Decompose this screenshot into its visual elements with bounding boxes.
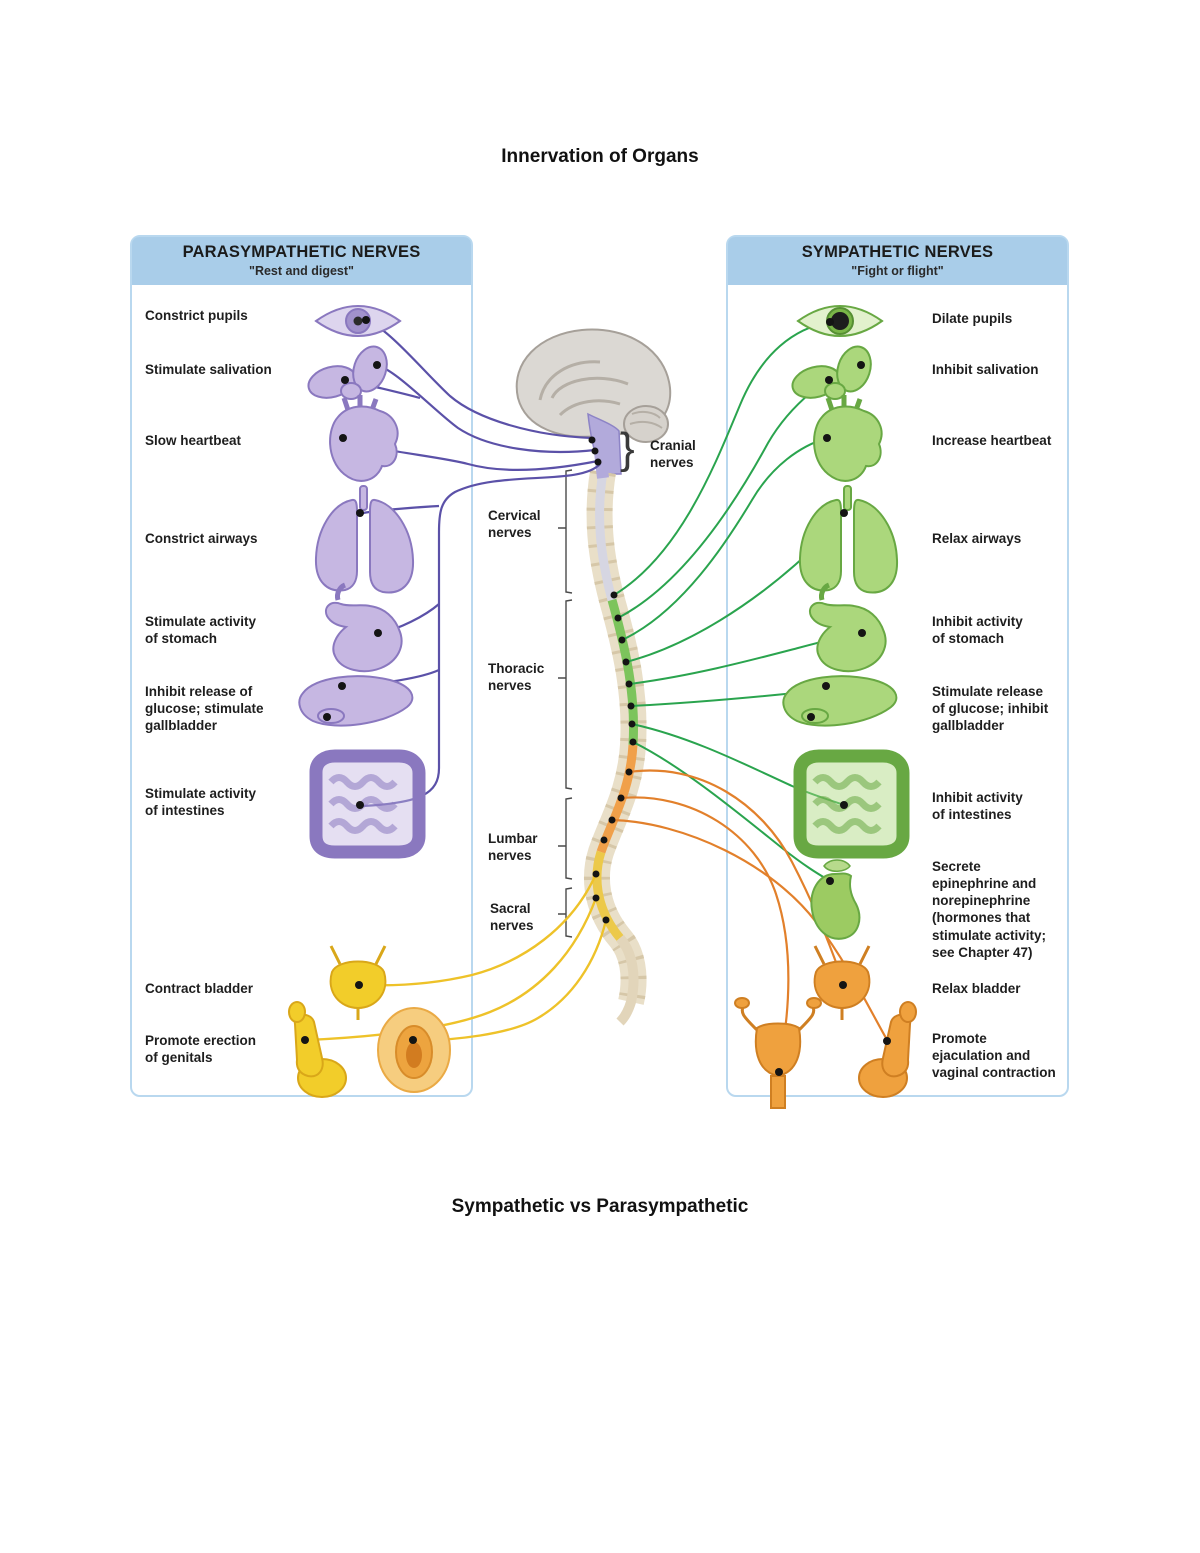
- parasympathetic-panel-title: PARASYMPATHETIC NERVES: [182, 243, 421, 261]
- label-dilate-pupils: Dilate pupils: [932, 311, 1013, 326]
- label-contract-bladder: Contract bladder: [145, 981, 254, 996]
- label-thoracic-nerves: Thoracic nerves: [488, 661, 545, 694]
- label-stimulate-stomach: Stimulate activity of stomach: [145, 614, 257, 647]
- label-cervical-nerves: Cervical nerves: [488, 508, 541, 541]
- label-increase-heartbeat: Increase heartbeat: [932, 433, 1052, 448]
- bottom-title: Sympathetic vs Parasympathetic: [451, 1196, 749, 1217]
- spinal-cord-icon: [583, 451, 647, 1026]
- sympathetic-panel-header: SYMPATHETIC NERVES "Fight or flight": [728, 237, 1067, 285]
- label-relax-airways: Relax airways: [932, 531, 1022, 546]
- label-secrete-epinephrine: Secrete epinephrine and norepinephrine (…: [932, 859, 1047, 960]
- sympathetic-panel-title: SYMPATHETIC NERVES: [801, 243, 994, 261]
- label-constrict-pupils: Constrict pupils: [145, 308, 248, 323]
- label-constrict-airways: Constrict airways: [145, 531, 258, 546]
- label-relax-bladder: Relax bladder: [932, 981, 1021, 996]
- label-inhibit-stomach: Inhibit activity of stomach: [932, 614, 1023, 647]
- label-sacral-nerves: Sacral nerves: [490, 901, 534, 934]
- parasympathetic-panel-subtitle: "Rest and digest": [249, 264, 354, 278]
- spine-brackets: [558, 469, 573, 938]
- label-promote-erection: Promote erection of genitals: [145, 1033, 257, 1066]
- label-lumbar-nerves: Lumbar nerves: [488, 831, 538, 864]
- label-inhibit-salivation: Inhibit salivation: [932, 362, 1039, 377]
- label-inhibit-intestines: Inhibit activity of intestines: [932, 790, 1023, 823]
- cranial-brace: }: [620, 424, 635, 473]
- label-promote-ejaculation: Promote ejaculation and vaginal contract…: [932, 1031, 1056, 1081]
- sympathetic-panel-subtitle: "Fight or flight": [851, 264, 944, 278]
- label-cranial-nerves: Cranial nerves: [650, 438, 696, 471]
- label-stimulate-glucose: Stimulate release of glucose; inhibit ga…: [932, 684, 1049, 734]
- label-stimulate-salivation: Stimulate salivation: [145, 362, 272, 377]
- label-stimulate-intestines: Stimulate activity of intestines: [145, 786, 257, 819]
- brain-icon: [515, 328, 672, 475]
- label-slow-heartbeat: Slow heartbeat: [145, 433, 242, 448]
- parasympathetic-panel-header: PARASYMPATHETIC NERVES "Rest and digest": [132, 237, 471, 285]
- label-inhibit-glucose: Inhibit release of glucose; stimulate ga…: [145, 684, 264, 734]
- page-title: Innervation of Organs: [501, 146, 699, 167]
